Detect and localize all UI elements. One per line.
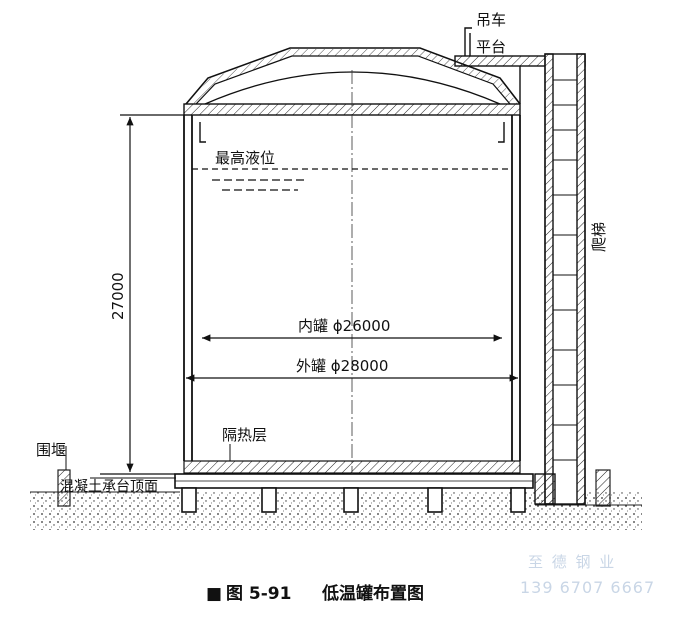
caption-number: 图 5-91 (226, 584, 291, 604)
dike-wall (57, 469, 611, 507)
caption-title: 低温罐布置图 (321, 583, 424, 604)
foundation-slab (174, 473, 534, 513)
max-level-label: 最高液位 (215, 149, 275, 167)
caption-marker: ■ (206, 584, 222, 604)
outer-tank-label: 外罐 ϕ28000 (296, 357, 388, 375)
leader-lines (65, 444, 231, 479)
height-dimension (100, 114, 184, 475)
ladder-label: 爬梯 (590, 222, 608, 252)
inner-tank-label: 内罐 ϕ26000 (298, 317, 390, 335)
inner-tank-top (199, 122, 505, 143)
watermark-phone: 139 6707 6667 (520, 578, 655, 597)
ladder-tower (534, 53, 586, 505)
max-level-lines (192, 168, 512, 191)
insulation-label: 隔热层 (222, 426, 267, 444)
dimension-lines (186, 334, 518, 382)
foundation-label: 混凝土承台顶面 (60, 479, 158, 495)
height-label: 27000 (109, 272, 127, 320)
crane-label: 吊车 (476, 11, 506, 29)
dike-label: 围堰 (36, 441, 66, 459)
watermark-company: 至 德 钢 业 (528, 553, 616, 571)
platform-label: 平台 (476, 38, 506, 56)
outer-tank-wall (183, 115, 521, 461)
